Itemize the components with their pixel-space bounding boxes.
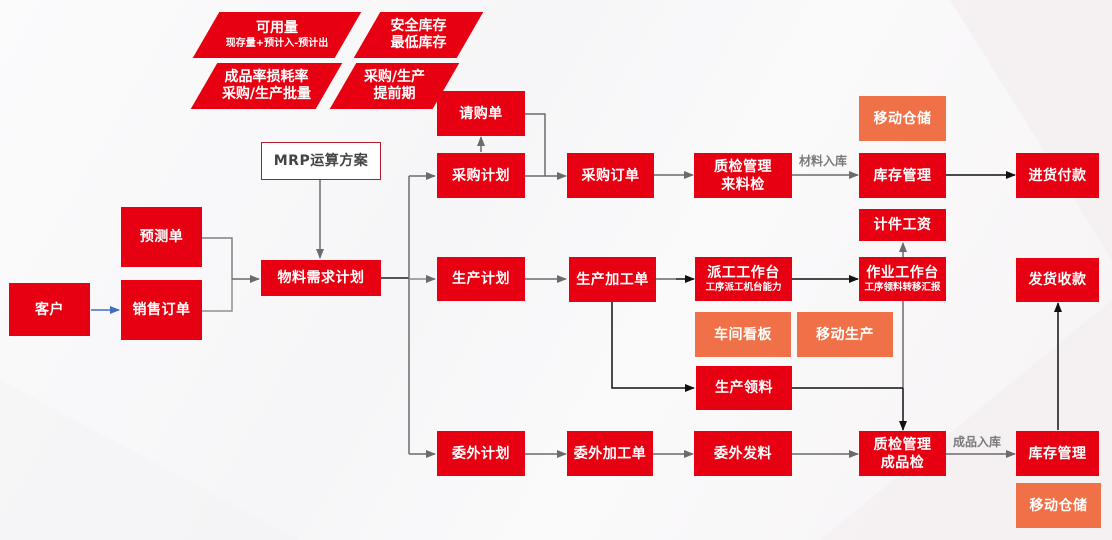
node-label: 预测单 bbox=[139, 229, 184, 245]
node-label: 委外发料 bbox=[714, 445, 772, 462]
node-label: 生产计划 bbox=[452, 271, 510, 287]
node-outsource-plan[interactable]: 委外计划 bbox=[437, 431, 525, 476]
node-production-material-issue[interactable]: 生产领料 bbox=[696, 366, 792, 410]
param-lead-time: 采购/生产 提前期 bbox=[329, 63, 460, 109]
node-production-plan[interactable]: 生产计划 bbox=[437, 257, 525, 301]
node-incoming-qc[interactable]: 质检管理 来料检 bbox=[694, 153, 792, 198]
param-yield-loss: 成品率损耗率 采购/生产批量 bbox=[190, 63, 343, 109]
node-purchase-order[interactable]: 采购订单 bbox=[567, 153, 654, 198]
node-label: 移动仓储 bbox=[1029, 497, 1088, 514]
node-label: 生产领料 bbox=[715, 380, 773, 396]
edge-req-po bbox=[525, 113, 546, 176]
node-receive-payment[interactable]: 进货付款 bbox=[1016, 153, 1099, 198]
node-inventory-bottom[interactable]: 库存管理 bbox=[1016, 431, 1099, 476]
node-label: 销售订单 bbox=[132, 302, 191, 318]
node-outsource-issue[interactable]: 委外发料 bbox=[694, 431, 792, 476]
label-finished-inbound: 成品入库 bbox=[953, 435, 1002, 449]
node-label: 采购订单 bbox=[581, 167, 640, 184]
param-subtitle: 现存量+预计入-预计出 bbox=[225, 38, 329, 49]
param-subtitle: 最低库存 bbox=[390, 35, 447, 51]
node-title: 作业工作台 bbox=[866, 265, 939, 281]
param-subtitle: 采购/生产批量 bbox=[221, 86, 312, 102]
node-label: MRP运算方案 bbox=[273, 153, 369, 169]
node-label: 库存管理 bbox=[1028, 445, 1087, 462]
node-label: 移动生产 bbox=[816, 326, 874, 343]
node-forecast-order[interactable]: 预测单 bbox=[121, 207, 202, 267]
node-mobile-production[interactable]: 移动生产 bbox=[797, 312, 893, 357]
param-title: 安全库存 bbox=[390, 18, 447, 34]
node-dispatch-workbench[interactable]: 派工工作台 工序派工机台能力 bbox=[695, 257, 792, 301]
param-title: 采购/生产 bbox=[363, 69, 426, 85]
param-subtitle: 提前期 bbox=[373, 86, 416, 102]
node-label: 库存管理 bbox=[873, 167, 932, 184]
node-label: 委外加工单 bbox=[573, 445, 647, 462]
node-purchase-requisition[interactable]: 请购单 bbox=[437, 91, 525, 136]
edge-forecast-merge bbox=[202, 237, 233, 279]
node-label: 进货付款 bbox=[1028, 167, 1087, 184]
node-mrp-scheme[interactable]: MRP运算方案 bbox=[261, 142, 381, 180]
node-label: 请购单 bbox=[459, 105, 503, 122]
node-inventory-top[interactable]: 库存管理 bbox=[859, 153, 946, 198]
node-mobile-warehouse-top[interactable]: 移动仓储 bbox=[859, 96, 946, 141]
node-label: 移动仓储 bbox=[873, 110, 932, 127]
node-label: 采购计划 bbox=[452, 167, 510, 184]
param-available-qty: 可用量 现存量+预计入-预计出 bbox=[192, 12, 362, 58]
node-title: 质检管理 bbox=[714, 158, 772, 175]
node-production-order[interactable]: 生产加工单 bbox=[569, 257, 656, 302]
edge-order-issue bbox=[611, 300, 695, 392]
node-label: 车间看板 bbox=[714, 326, 772, 343]
param-safety-stock: 安全库存 最低库存 bbox=[353, 12, 484, 58]
edge-sales-merge bbox=[202, 279, 233, 312]
node-delivery-collection[interactable]: 发货收款 bbox=[1016, 258, 1099, 302]
node-label: 客户 bbox=[35, 301, 64, 318]
node-piece-wage[interactable]: 计件工资 bbox=[859, 209, 946, 241]
node-title: 质检管理 bbox=[873, 436, 932, 453]
node-customer[interactable]: 客户 bbox=[9, 283, 90, 336]
node-subtitle: 工序派工机台能力 bbox=[705, 282, 782, 293]
label-material-inbound: 材料入库 bbox=[799, 154, 848, 168]
node-mobile-warehouse-bottom[interactable]: 移动仓储 bbox=[1016, 483, 1101, 528]
node-subtitle: 来料检 bbox=[721, 176, 765, 193]
node-label: 生产加工单 bbox=[576, 271, 649, 288]
node-label: 计件工资 bbox=[873, 217, 932, 233]
param-title: 成品率损耗率 bbox=[224, 69, 309, 85]
node-label: 委外计划 bbox=[452, 445, 510, 462]
node-workshop-board[interactable]: 车间看板 bbox=[695, 312, 791, 357]
node-label: 发货收款 bbox=[1028, 272, 1087, 288]
node-sales-order[interactable]: 销售订单 bbox=[121, 280, 202, 340]
node-operation-workbench[interactable]: 作业工作台 工序领料转移汇报 bbox=[859, 257, 946, 301]
node-finished-qc[interactable]: 质检管理 成品检 bbox=[859, 431, 946, 476]
node-title: 派工工作台 bbox=[707, 265, 780, 281]
node-label: 物料需求计划 bbox=[277, 270, 365, 286]
node-purchase-plan[interactable]: 采购计划 bbox=[437, 153, 525, 198]
param-title: 可用量 bbox=[256, 20, 298, 36]
node-subtitle: 工序领料转移汇报 bbox=[864, 282, 941, 293]
node-outsource-order[interactable]: 委外加工单 bbox=[567, 431, 653, 476]
node-subtitle: 成品检 bbox=[880, 454, 925, 471]
node-material-requirement-plan[interactable]: 物料需求计划 bbox=[261, 260, 381, 296]
